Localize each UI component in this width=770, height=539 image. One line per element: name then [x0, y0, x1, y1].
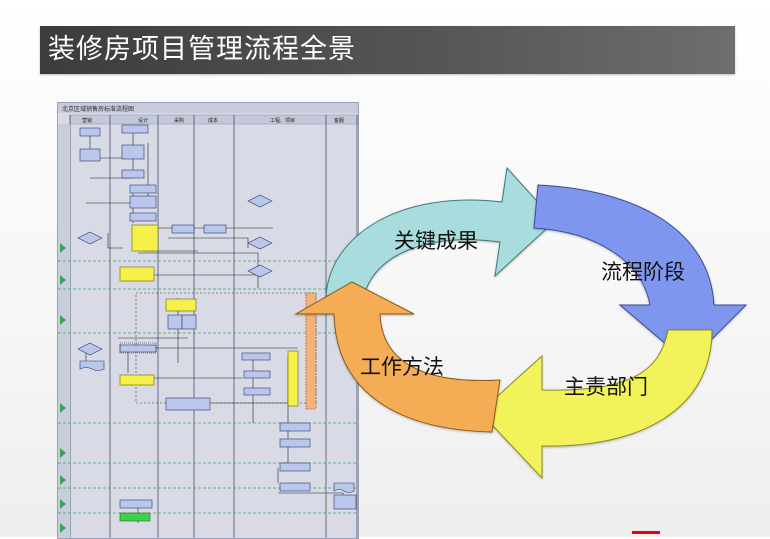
column-header: 成本 [208, 117, 218, 124]
flowchart-thumbnail: 北京区域销售房标准流程图 营销 设计 采购 成本 工程、项目 客服 [57, 102, 359, 539]
decision-diamonds [77, 194, 273, 356]
document-shapes [79, 360, 355, 493]
dotted-box [119, 342, 157, 354]
cycle-segment-process-stages [533, 184, 748, 364]
label-responsible-dept: 主责部门 [564, 375, 648, 399]
column-header: 采购 [174, 117, 184, 124]
process-boxes [79, 124, 357, 510]
cycle-segment-responsible-dept [479, 329, 713, 480]
phase-column [58, 124, 70, 538]
result-box [119, 512, 151, 522]
title-bar: 装修房项目管理流程全景 [40, 26, 735, 74]
page-title: 装修房项目管理流程全景 [48, 34, 356, 65]
flowchart-caption: 北京区域销售房标准流程图 [62, 105, 134, 113]
cycle-segment-work-methods [294, 281, 501, 433]
column-header: 营销 [82, 117, 92, 124]
column-header: 设计 [138, 117, 148, 124]
highlight-boxes [119, 224, 299, 407]
column-header: 工程、项目 [270, 117, 295, 124]
label-work-methods: 工作方法 [360, 355, 444, 379]
cycle-segment-key-results [325, 166, 556, 297]
flowchart-caption-bar [58, 103, 358, 113]
orange-bar [305, 292, 317, 410]
column-header: 客服 [334, 117, 344, 124]
red-accent-mark [632, 531, 660, 534]
flowchart-drawing: 北京区域销售房标准流程图 营销 设计 采购 成本 工程、项目 客服 [58, 103, 358, 538]
phase-markers [60, 243, 66, 533]
label-process-stages: 流程阶段 [601, 260, 685, 284]
label-key-results: 关键成果 [394, 229, 478, 253]
